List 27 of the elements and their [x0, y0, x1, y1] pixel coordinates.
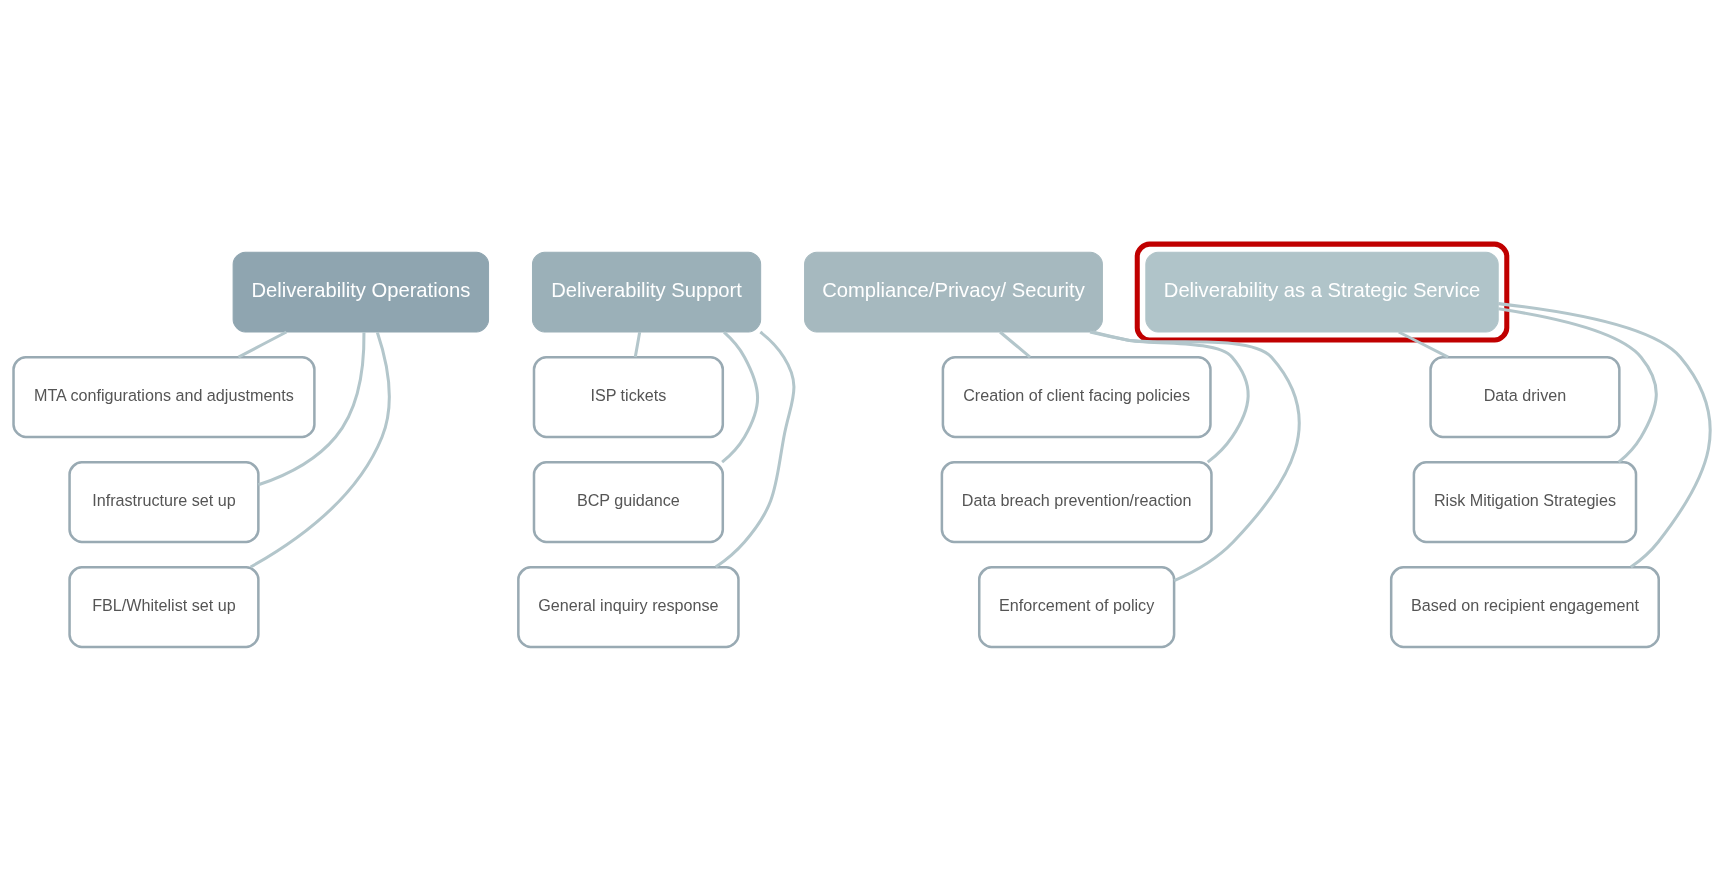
connector [1398, 330, 1449, 358]
connector [1092, 330, 1250, 463]
node-box: Data breach prevention/reaction [940, 460, 1213, 543]
node-box: Risk Mitigation Strategies [1412, 460, 1638, 543]
connector [1498, 306, 1658, 463]
cluster [1134, 241, 1510, 343]
connector [714, 330, 796, 568]
node-box: Based on recipient engagement [1389, 565, 1660, 648]
node-box: Creation of client facing policies [941, 355, 1212, 438]
node-box: Deliverability as a Strategic Service [1145, 251, 1499, 332]
connector [633, 331, 642, 357]
node-box: Infrastructure set up [68, 460, 260, 543]
node-box: Deliverability Support [531, 251, 762, 332]
connector [999, 330, 1031, 358]
node-box: MTA configurations and adjustments [12, 355, 316, 438]
node-box: BCP guidance [532, 460, 725, 543]
node-box: Deliverability Operations [232, 251, 490, 332]
connector [1089, 330, 1301, 582]
node-box: Data driven [1429, 355, 1621, 438]
node-box: Enforcement of policy [978, 565, 1176, 648]
node-box: General inquiry response [517, 565, 740, 648]
connector [721, 330, 760, 463]
node-box: Compliance/Privacy/ Security [804, 251, 1103, 332]
node-box: FBL/Whitelist set up [68, 565, 260, 648]
node-box: ISP tickets [532, 355, 725, 438]
connector [249, 331, 391, 568]
connector [257, 331, 366, 486]
